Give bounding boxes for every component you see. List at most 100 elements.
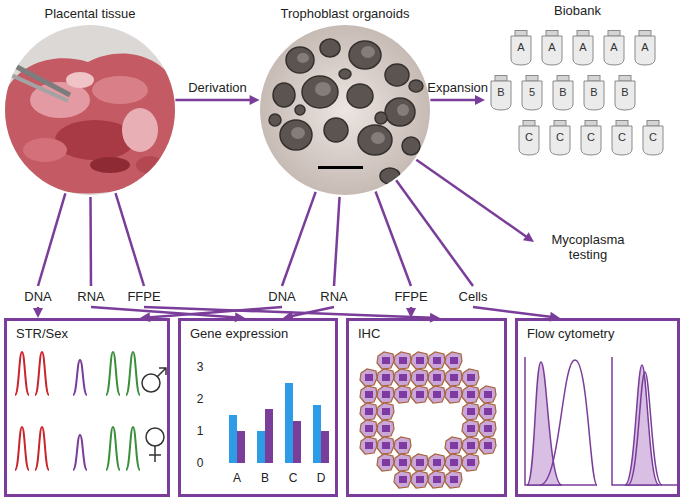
sample-label: RNA xyxy=(320,289,347,304)
vial-label: C xyxy=(549,120,571,144)
box-title: STR/Sex xyxy=(7,321,167,341)
assay-box: STR/Sex xyxy=(4,318,170,497)
sample-label: FFPE xyxy=(127,289,160,304)
vial: C xyxy=(580,120,602,156)
sample-text: FFPE xyxy=(127,289,160,304)
vial-label: C xyxy=(580,120,602,144)
connector-path xyxy=(116,193,144,286)
vial: C xyxy=(642,120,664,156)
vial-cap xyxy=(557,76,569,82)
connector-path xyxy=(282,192,316,286)
sex-symbols xyxy=(142,368,166,462)
axis-label: D xyxy=(317,471,326,485)
arrow-head xyxy=(475,95,485,105)
connector-path xyxy=(291,307,334,316)
axis-label-box: 0 xyxy=(197,456,204,470)
vial: A xyxy=(634,30,656,66)
ihc-cells xyxy=(360,352,496,488)
vial-cap xyxy=(554,121,566,127)
axis-label: C xyxy=(289,471,298,485)
sample-text: FFPE xyxy=(394,289,427,304)
edge-label-box: Expansion xyxy=(427,80,488,95)
process-label: Mycoplasma testing xyxy=(538,232,638,262)
axis-label-box: D xyxy=(317,471,326,485)
edge-label: Expansion xyxy=(427,80,488,95)
box-title: Flow cytometry xyxy=(518,321,677,341)
connector-path xyxy=(38,193,65,286)
connector-path xyxy=(334,197,340,286)
photo-title: Trophoblast organoids xyxy=(260,3,430,21)
connector-arrow xyxy=(33,307,43,318)
vial: B xyxy=(614,75,636,111)
vial-label: C xyxy=(611,120,633,144)
vial-cap xyxy=(515,31,527,37)
axis-label: 3 xyxy=(197,360,204,374)
photo-circle: Trophoblast organoids xyxy=(260,3,430,195)
connector-path xyxy=(148,307,282,317)
connector-line xyxy=(282,192,316,286)
connector-line xyxy=(396,180,473,286)
vial-cap xyxy=(616,121,628,127)
vial-cap xyxy=(588,76,600,82)
vial-label: B xyxy=(583,75,605,99)
box-title: IHC xyxy=(349,321,504,341)
str-peaks xyxy=(15,352,140,470)
vial-label: B xyxy=(490,75,512,99)
vial-cap xyxy=(495,76,507,82)
photo-title: Placental tissue xyxy=(5,3,175,21)
sample-text: RNA xyxy=(320,289,347,304)
axis-label-box: 3 xyxy=(197,360,204,374)
flow-plots xyxy=(525,357,677,485)
sample-text: RNA xyxy=(77,289,104,304)
connector-line xyxy=(90,197,92,286)
axis-label-box: 2 xyxy=(197,392,204,406)
photo-circle: Placental tissue xyxy=(5,3,175,195)
connector-arrow xyxy=(416,160,534,242)
vial-label: A xyxy=(510,30,532,54)
sample-label: RNA xyxy=(77,289,104,304)
axis-label: 2 xyxy=(197,392,204,406)
vial-label: C xyxy=(642,120,664,144)
vial: C xyxy=(518,120,540,156)
organoid-photo xyxy=(259,24,431,196)
axis-label-box: A xyxy=(233,471,241,485)
sample-label: DNA xyxy=(24,289,51,304)
arrow-head xyxy=(250,95,260,105)
connector-line xyxy=(38,193,65,286)
vial-cap xyxy=(526,76,538,82)
vial-cap xyxy=(619,76,631,82)
vial-cap xyxy=(585,121,597,127)
vial-label: A xyxy=(603,30,625,54)
sample-text: DNA xyxy=(24,289,51,304)
vial-label: A xyxy=(572,30,594,54)
axis-label: 0 xyxy=(197,456,204,470)
placenta-photo xyxy=(0,20,180,200)
sample-text: Cells xyxy=(459,289,488,304)
connector-line xyxy=(116,193,144,286)
axis-label: 1 xyxy=(197,424,204,438)
assay-box: IHC xyxy=(346,318,507,497)
vial-label: A xyxy=(541,30,563,54)
vial: B xyxy=(490,75,512,111)
sample-label: FFPE xyxy=(394,289,427,304)
connector-path xyxy=(396,180,473,286)
group-title: Biobank xyxy=(485,0,670,18)
biobank-group: BiobankAAAAAB5BBBCCCCC xyxy=(485,0,670,166)
axis-label: B xyxy=(261,471,269,485)
vial-label: B xyxy=(552,75,574,99)
connector-arrow xyxy=(430,95,485,105)
vial: A xyxy=(603,30,625,66)
connector-path xyxy=(175,99,251,102)
edge-label-box: Derivation xyxy=(188,80,247,95)
sample-text: DNA xyxy=(268,289,295,304)
vial: B xyxy=(552,75,574,111)
sample-label: DNA xyxy=(268,289,295,304)
vial-cap xyxy=(577,31,589,37)
vial-label: B xyxy=(614,75,636,99)
connector-path xyxy=(416,160,527,238)
vial-label: C xyxy=(518,120,540,144)
vial: A xyxy=(572,30,594,66)
arrow-head xyxy=(406,308,416,318)
axis-label-box: B xyxy=(261,471,269,485)
